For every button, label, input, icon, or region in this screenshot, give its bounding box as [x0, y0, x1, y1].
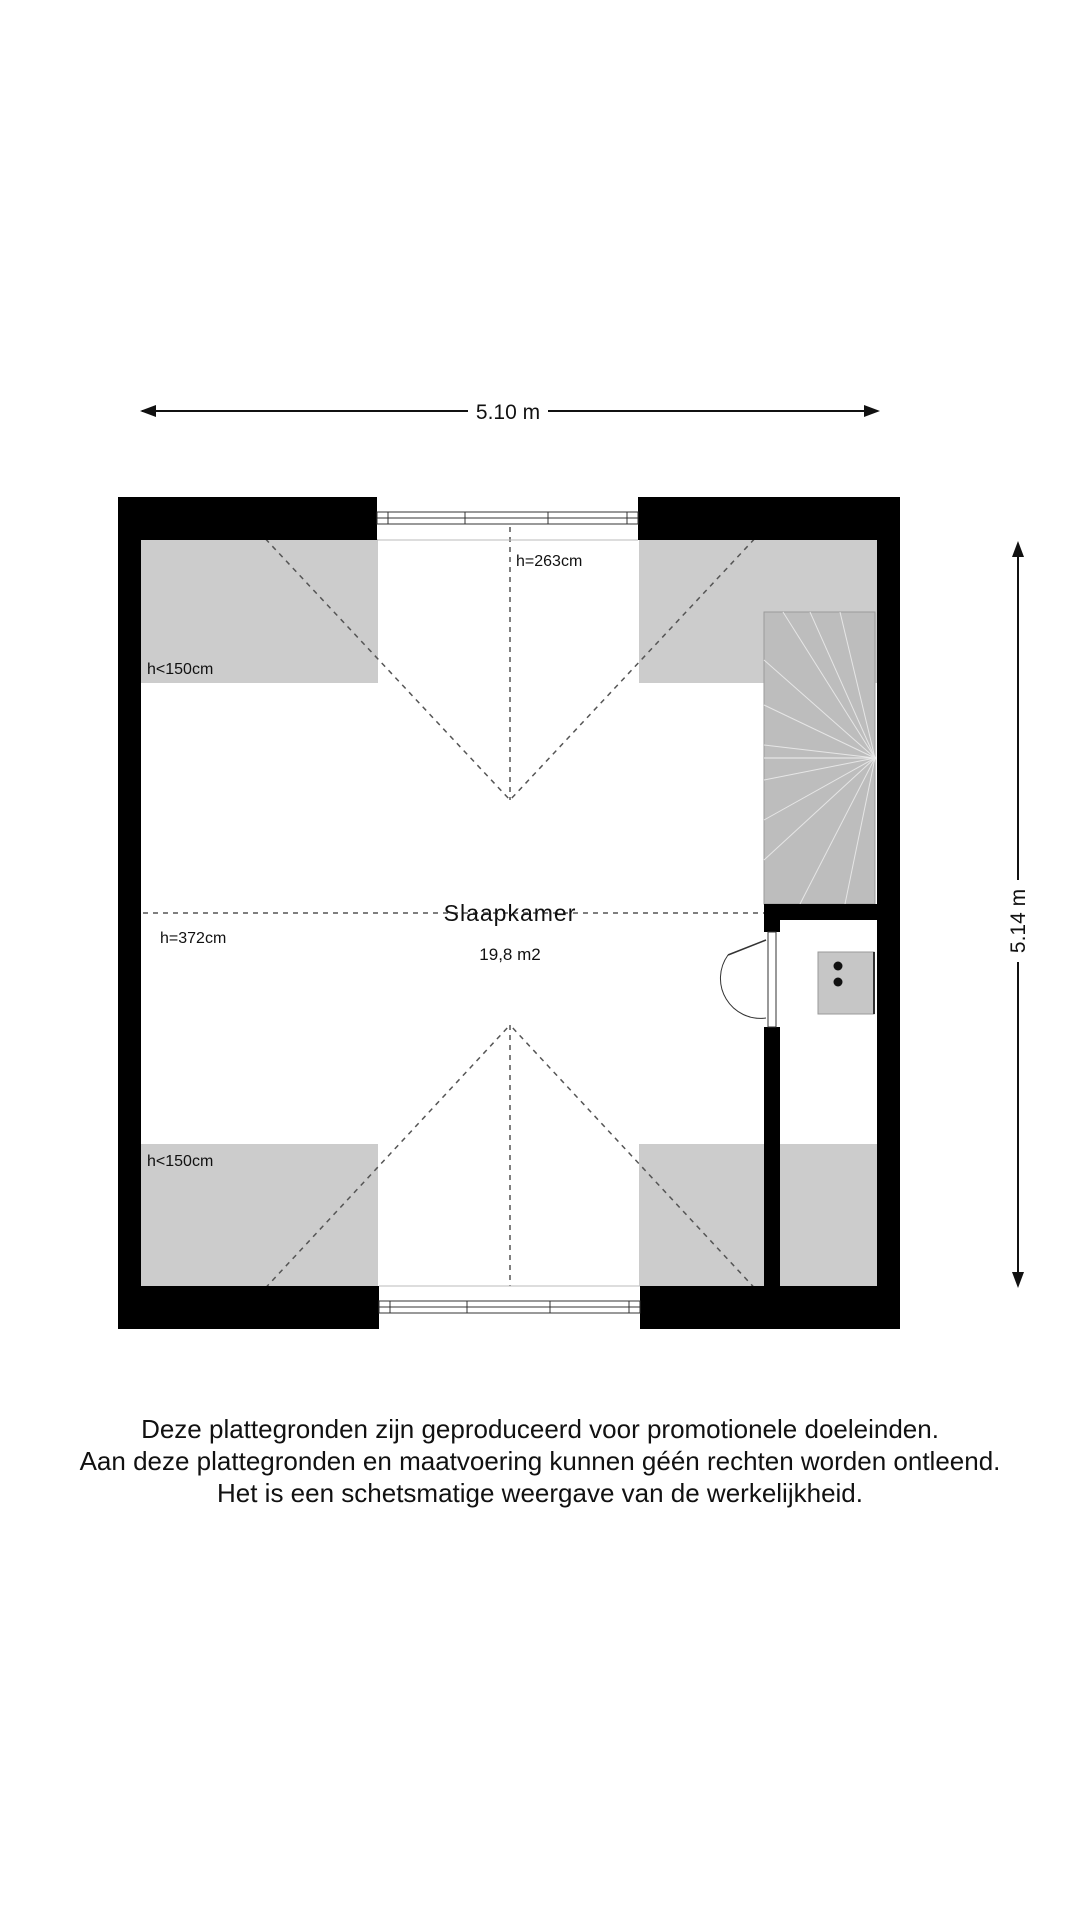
disclaimer-line-2: Aan deze plattegronden en maatvoering ku…	[79, 1446, 1001, 1476]
ridge-height-label: h=263cm	[516, 553, 582, 570]
mid-height-label: h=372cm	[160, 930, 226, 947]
arrow-left-icon	[140, 405, 156, 417]
appliance-icon	[817, 951, 875, 1015]
staircase	[763, 611, 876, 905]
height-dimension: 5.14 m	[1007, 541, 1030, 1288]
low-height-label-bottom: h<150cm	[147, 1153, 213, 1170]
width-label: 5.10 m	[476, 401, 540, 424]
closet-door	[719, 931, 777, 1028]
disclaimer-line-3: Het is een schetsmatige weergave van de …	[216, 1478, 863, 1508]
window-top	[376, 511, 639, 541]
low-ceiling-zone-bottom-right	[639, 1144, 764, 1286]
low-ceiling-zone-top-left	[141, 539, 378, 683]
room-area: 19,8 m2	[479, 945, 540, 964]
window-bottom	[378, 1285, 641, 1314]
width-dimension: 5.10 m	[140, 401, 880, 424]
walls	[118, 497, 900, 1329]
height-label: 5.14 m	[1007, 889, 1030, 953]
arrow-right-icon	[864, 405, 880, 417]
roof-lines	[143, 516, 776, 1311]
room-name: Slaapkamer	[444, 900, 577, 926]
low-ceiling-zone-closet	[780, 1144, 877, 1286]
arrow-up-icon	[1012, 541, 1024, 557]
arrow-down-icon	[1012, 1272, 1024, 1288]
low-ceiling-zone-bottom-left	[141, 1144, 378, 1286]
low-height-label-top: h<150cm	[147, 661, 213, 678]
disclaimer-line-1: Deze plattegronden zijn geproduceerd voo…	[141, 1414, 939, 1444]
disclaimer: Deze plattegronden zijn geproduceerd voo…	[0, 1413, 1080, 1509]
